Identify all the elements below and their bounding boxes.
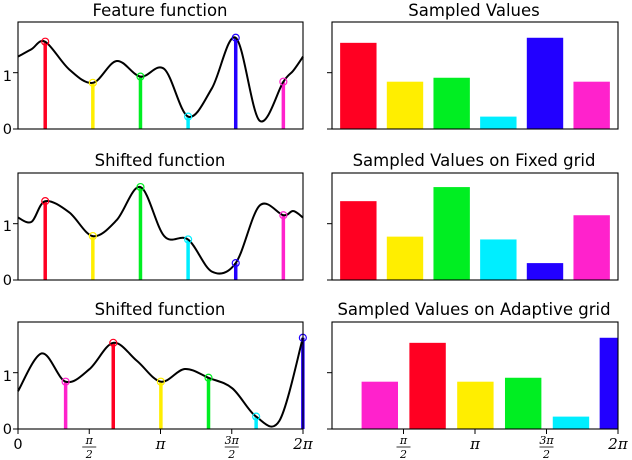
panel-6-xtick-2: π: [469, 435, 481, 453]
svg-text:2: 2: [542, 448, 550, 460]
panel-5-xtick-1: 0: [13, 437, 22, 453]
panel-2-bar-5: [526, 37, 564, 130]
panel-2-bar-2: [386, 81, 424, 129]
svg-text:2: 2: [227, 448, 235, 460]
panel-3-marker-5: [231, 259, 240, 268]
panel-6-bar-5: [552, 416, 590, 429]
panel-5-curve: [17, 337, 304, 428]
panel-1-frame: [17, 21, 304, 130]
panel-2-title: Sampled Values: [408, 1, 540, 20]
panel-1-curve: [17, 36, 304, 123]
panel-3-marker-6: [279, 211, 288, 220]
panel-6-xtick-4: 2π: [607, 435, 629, 453]
panel-6-bar-3: [457, 381, 494, 429]
panel-5-ytick-1: 1: [3, 369, 12, 385]
panel-6-frame: [331, 321, 619, 430]
svg-text:π: π: [399, 434, 408, 447]
panel-1-marker-5: [231, 33, 240, 42]
panel-5-xtick-5: 2π: [292, 435, 314, 453]
panel-5-marker-3: [156, 377, 165, 386]
panel-5-marker-1: [61, 377, 70, 386]
panel-1-marker-3: [136, 72, 145, 81]
panel-1-ytick-0: 0: [3, 122, 12, 138]
panel-4-bar-1: [340, 201, 377, 280]
panel-3-marker-4: [183, 235, 193, 244]
panel-3-title: Shifted function: [95, 151, 226, 170]
panel-5-title: Shifted function: [95, 300, 226, 319]
panel-6-xtick-1: π2: [396, 434, 411, 460]
panel-3-curve: [17, 186, 304, 275]
panel-4-bar-5: [526, 263, 564, 280]
panel-5-ytick-0: 0: [3, 422, 12, 438]
panel-6-bar-2: [409, 342, 446, 429]
panel-3-ytick-0: 0: [3, 273, 12, 289]
panel-5-marker-2: [109, 338, 118, 347]
svg-text:π: π: [85, 434, 94, 447]
panel-2-bar-6: [573, 81, 610, 129]
panel-6-bar-4: [504, 377, 542, 429]
svg-text:3π: 3π: [539, 434, 554, 447]
panel-2-bar-4: [480, 116, 517, 129]
panel-6-title: Sampled Values on Adaptive grid: [337, 300, 610, 319]
panel-2-bar-1: [340, 42, 377, 130]
panel-6-bar-6: [599, 337, 618, 429]
panel-1-marker-1: [41, 37, 50, 46]
panel-2-bar-3: [433, 77, 470, 129]
panel-3-marker-1: [41, 197, 50, 206]
panel-3-ytick-1: 1: [3, 219, 12, 235]
panel-4-title: Sampled Values on Fixed grid: [353, 151, 596, 170]
panel-5-xtick-4: 3π2: [225, 434, 240, 460]
panel-1-marker-6: [279, 77, 288, 86]
panel-1-marker-4: [183, 112, 193, 121]
svg-text:2: 2: [399, 448, 407, 460]
panel-1-title: Feature function: [93, 1, 228, 20]
panel-4-bar-4: [480, 239, 517, 280]
panel-4-frame: [331, 172, 619, 281]
panel-6-xtick-3: 3π2: [539, 434, 554, 460]
panel-3-frame: [17, 172, 304, 281]
panel-5-xtick-2: π2: [82, 434, 97, 460]
panel-5-marker-4: [204, 373, 213, 382]
panel-5-marker-5: [252, 412, 261, 421]
panel-1-marker-2: [88, 78, 97, 87]
panel-3-marker-3: [136, 182, 145, 192]
panel-4-bar-6: [573, 215, 610, 280]
panel-4-bar-2: [386, 236, 424, 280]
panel-6-bar-1: [361, 381, 398, 429]
panel-5-xtick-3: π: [155, 435, 167, 453]
panel-2-frame: [331, 21, 619, 130]
svg-text:3π: 3π: [225, 434, 240, 447]
panel-3-marker-2: [88, 231, 97, 241]
panel-4-bar-3: [433, 187, 470, 280]
panel-1-ytick-1: 1: [3, 69, 12, 85]
svg-text:2: 2: [85, 448, 93, 460]
panel-5-frame: [17, 321, 304, 430]
